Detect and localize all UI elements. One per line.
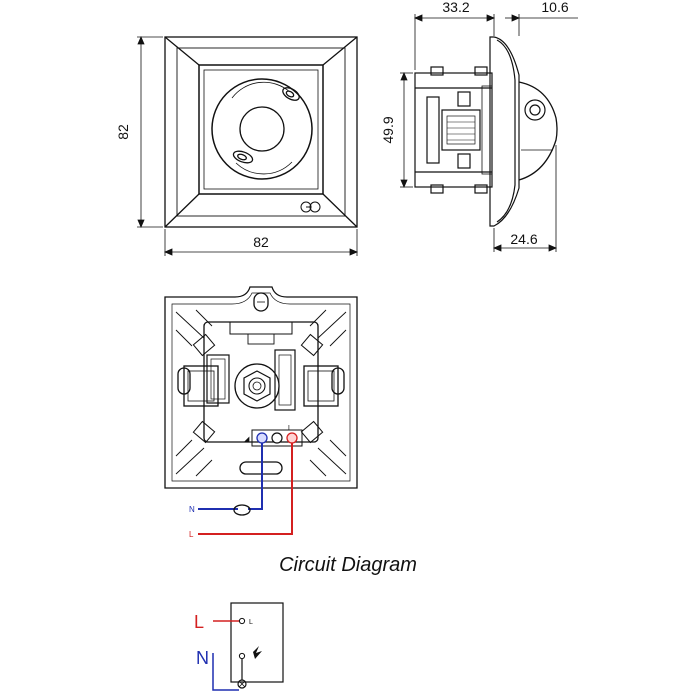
mounting-frame (164, 286, 358, 489)
dimmer-box (230, 602, 284, 683)
front-height-label: 82 (115, 124, 131, 140)
side-inner-height-label: 49.9 (380, 116, 396, 143)
mechanism-view (164, 286, 358, 489)
side-depth-cover-label: 10.6 (541, 0, 568, 15)
terminal-load (256, 432, 268, 444)
side-dimensions (400, 14, 578, 252)
side-depth-bottom-label: 24.6 (510, 231, 537, 247)
potentiometer-spindle (234, 363, 280, 409)
circuit-schematic: L (212, 602, 284, 691)
side-cover-plate (489, 36, 520, 227)
lamp-symbol-icon (253, 646, 262, 659)
load-lamp-loop (233, 504, 251, 516)
terminal-unused (271, 432, 283, 444)
front-view (164, 36, 358, 228)
ge-logo (300, 201, 321, 213)
front-dimensions (137, 35, 359, 256)
lamp-icon (237, 679, 247, 689)
side-depth-top-label: 33.2 (442, 0, 469, 15)
line-terminal-letter: L (288, 425, 292, 432)
circuit-terminal-l: L (249, 619, 253, 626)
mechanism-body (203, 321, 319, 443)
right-clamp (303, 365, 339, 407)
circuit-diagram-title: Circuit Diagram (279, 554, 417, 576)
side-knob (518, 81, 558, 181)
wire-n-label: N (189, 505, 195, 514)
terminal-line (286, 432, 298, 444)
side-view (414, 36, 558, 227)
wiring-l (198, 443, 293, 535)
left-clamp (183, 365, 219, 407)
front-outer-frame (164, 36, 358, 228)
load-terminal-symbol: ◢ (244, 436, 250, 443)
circuit-l-label: L (194, 612, 204, 632)
wire-l-label: L (189, 530, 194, 539)
wiring-n (198, 443, 263, 510)
front-inner-plate (198, 64, 324, 195)
terminal-block (251, 429, 303, 447)
dimmer-knob (211, 78, 313, 180)
front-width-label: 82 (253, 234, 269, 250)
circuit-n-label: N (196, 648, 209, 668)
